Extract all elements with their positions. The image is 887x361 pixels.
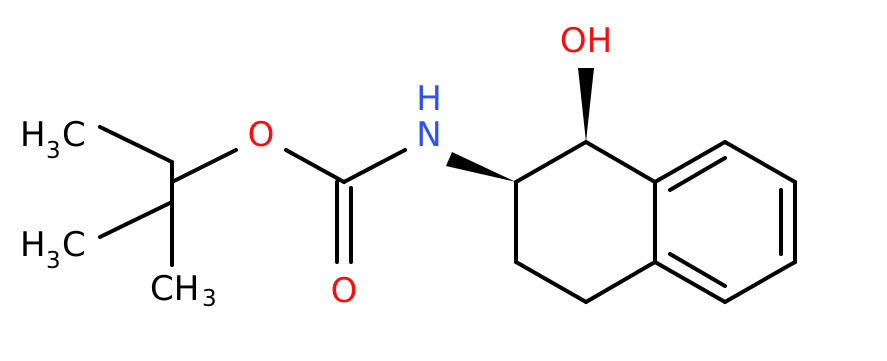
methyl-top-c: C [62, 115, 86, 155]
wedge-bond-c1-oh [578, 68, 594, 142]
bond-c4-c4a [584, 260, 657, 304]
bond-quat-c-o [170, 148, 238, 184]
atom-hydroxyl: OH [560, 21, 612, 61]
atom-nitrogen: N [416, 115, 441, 155]
methyl-bot-ch: CH [150, 269, 199, 309]
atom-oxygen-ester: O [248, 115, 275, 155]
atom-nitrogen-h: H [416, 79, 442, 119]
methyl-mid-subscript: 3 [46, 248, 61, 274]
bond-c8a-c8-inner [668, 156, 727, 192]
bond-c-n [342, 148, 407, 184]
bond-c8-c7 [723, 140, 797, 184]
wedge-bond-c2-n [446, 152, 516, 182]
bond-ch3-mid [98, 200, 174, 239]
bonds [98, 125, 797, 304]
atom-labels: O O H N OH H 3 C H 3 C CH 3 [20, 21, 612, 312]
bond-c3-c4 [514, 260, 588, 304]
bond-c2-c1 [514, 140, 588, 184]
atom-oxygen-carbonyl: O [331, 271, 358, 311]
bond-ch3-top [98, 125, 174, 164]
methyl-top-subscript: 3 [46, 138, 61, 164]
bond-c6-c5 [723, 260, 797, 304]
methyl-bot-subscript: 3 [202, 286, 217, 312]
bond-c5-c4a-inner [668, 252, 727, 288]
bond-c1-c8a [584, 140, 657, 184]
bond-c8a-c8 [653, 140, 727, 184]
bond-o-c [284, 148, 346, 184]
methyl-mid-h: H [20, 225, 46, 265]
methyl-top-h: H [20, 115, 46, 155]
methyl-mid-c: C [62, 225, 86, 265]
bond-c5-c4a [653, 260, 727, 304]
